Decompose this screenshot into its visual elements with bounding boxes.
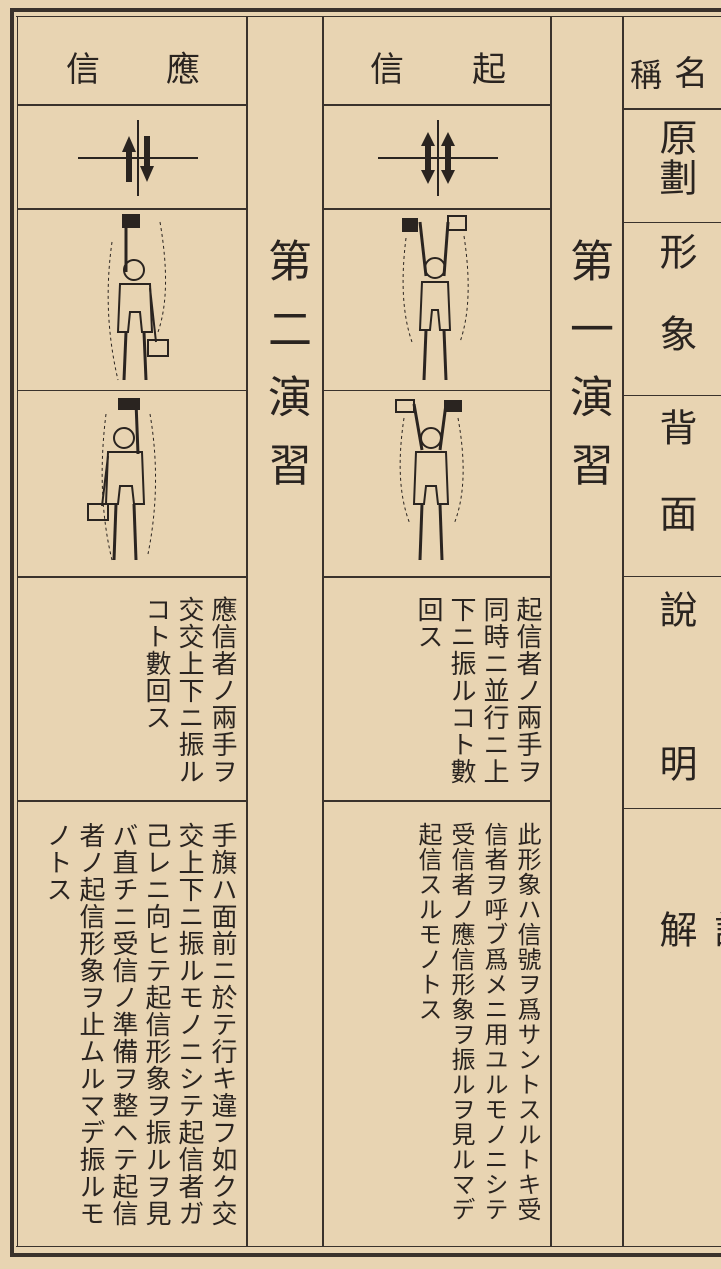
sidebar-item-explanation: 說明 (653, 590, 697, 898)
divider-2 (322, 16, 324, 1247)
origin-arrow-diagram (378, 120, 498, 196)
frame-left-inner (17, 16, 18, 1247)
rule-header-left (18, 104, 246, 106)
origin-header-left-char: 信 (370, 50, 406, 90)
origin-figure-front (402, 215, 469, 381)
rule-figs-left (18, 390, 246, 391)
frame-bottom-inner (16, 1246, 721, 1247)
sidebar-header-right-char: 名 (674, 54, 710, 94)
divider-1 (246, 16, 248, 1247)
rule-arrows-left (18, 208, 246, 210)
sidebar-rule-5 (624, 808, 721, 809)
rule-arrows-right (324, 208, 550, 210)
response-description: 應信者ノ兩手ヲ交交上下ニ振ルコト數回ス (141, 596, 237, 785)
frame-left (10, 8, 14, 1257)
rule-figs-right (324, 390, 550, 391)
sidebar-item-shape: 形象 (653, 232, 697, 396)
rule-desc-left (18, 576, 246, 578)
response-arrow-diagram (78, 120, 198, 196)
sidebar-header-left-char: 稱 (630, 56, 665, 94)
sidebar-item-back: 背面 (653, 408, 697, 580)
origin-figure-back (395, 399, 464, 561)
sidebar-rule-2 (624, 222, 721, 223)
divider-3 (550, 16, 552, 1247)
response-figure-back (87, 398, 156, 561)
sidebar-item-detailed: 詳解 (653, 910, 721, 1128)
sidebar-item-original-drawing: 原劃 (653, 118, 697, 198)
sidebar-rule-3 (624, 395, 721, 396)
exercise-2-title: 第二演習 (260, 238, 311, 510)
frame-bottom (10, 1253, 721, 1257)
frame-top-inner (16, 16, 721, 17)
frame-top (10, 8, 721, 12)
origin-explanation: 此形象ハ信號ヲ爲サントスルトキ受信者ヲ呼ブ爲メニ用ユルモノニシテ受信者ノ應信形象… (414, 822, 541, 1222)
rule-expl-left (18, 800, 246, 802)
rule-desc-right (324, 576, 550, 578)
response-explanation: 手旗ハ面前ニ於テ行キ違フ如ク交交上下ニ振ルモノニシテ起信者ガ己レニ向ヒテ起信形象… (42, 822, 237, 1227)
sidebar-rule-4 (624, 576, 721, 577)
rule-header-right (324, 104, 550, 106)
origin-header-right-char: 起 (472, 50, 508, 90)
divider-4 (622, 16, 624, 1247)
response-header-right-char: 應 (166, 50, 202, 90)
response-header-left-char: 信 (66, 50, 102, 90)
exercise-1-title: 第一演習 (562, 238, 613, 510)
response-figure-front (107, 214, 169, 381)
origin-description: 起信者ノ兩手ヲ同時ニ並行ニ上下ニ振ルコト數回ス (413, 596, 542, 785)
sidebar-rule-1 (624, 108, 721, 110)
rule-expl-right (324, 800, 550, 802)
